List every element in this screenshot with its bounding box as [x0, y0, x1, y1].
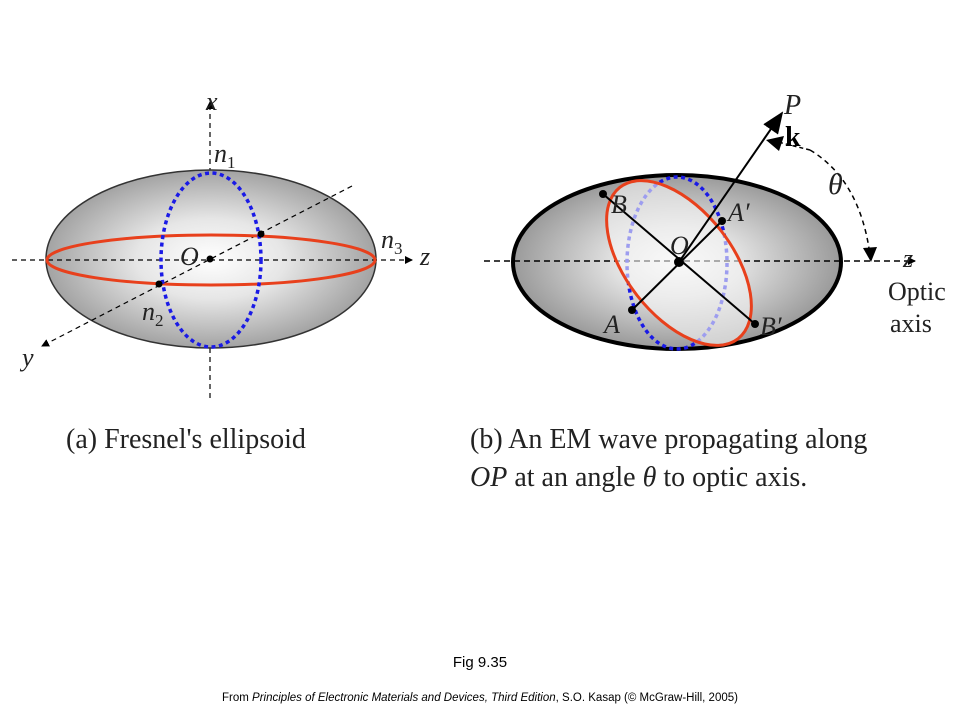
theta-arc [809, 149, 871, 256]
b-prime-label: B′ [760, 312, 782, 341]
theta-label: θ [828, 168, 843, 201]
red-ellipse-a [45, 233, 377, 287]
theta-arc-top-seg [777, 141, 811, 151]
p-label: P [783, 90, 801, 121]
source-title: Principles of Electronic Materials and D… [252, 692, 556, 704]
source-citation: From Principles of Electronic Materials … [0, 692, 960, 704]
point-b-prime [751, 320, 759, 328]
z-axis-label-a: z [419, 242, 430, 271]
n2-label: n2 [142, 297, 164, 330]
y-axis-line [41, 185, 353, 347]
n2-dot [155, 280, 163, 288]
n3-dot [257, 230, 265, 238]
op-vector [678, 111, 784, 263]
origin-label-a: O [180, 242, 199, 271]
source-prefix: From [222, 692, 253, 704]
b-label: B [611, 190, 627, 219]
optic-axis-label-1: Optic [888, 277, 946, 306]
caption-a: (a) Fresnel's ellipsoid [66, 424, 306, 455]
a-prime-label: A′ [726, 198, 750, 227]
origin-dot-b [674, 257, 684, 267]
theta-arc-head-top [766, 136, 784, 151]
caption-b-line2: OP at an angle θ to optic axis. [470, 462, 807, 493]
figure-number: Fig 9.35 [452, 654, 508, 671]
y-axis-label: y [19, 343, 34, 372]
theta-arc-head-bottom [863, 247, 877, 262]
point-a-prime [718, 217, 726, 225]
origin-label-b: O [670, 231, 689, 260]
a-label: A [602, 310, 620, 339]
panel-a: x n1 O n3 z n2 y (a) Fresnel's ellipsoid [12, 87, 430, 455]
point-b [599, 190, 607, 198]
point-a [628, 306, 636, 314]
optic-axis-label-2: axis [890, 309, 932, 338]
n1-label: n1 [214, 139, 236, 172]
caption-b-line1: (b) An EM wave propagating along [470, 424, 867, 455]
source-suffix: , S.O. Kasap (© McGraw-Hill, 2005) [555, 692, 738, 704]
z-axis-label-b: z [902, 244, 913, 273]
origin-dot-a [206, 255, 214, 263]
k-label: k [785, 122, 801, 153]
x-axis-label: x [205, 87, 218, 116]
n3-label: n3 [381, 225, 403, 258]
blue-ellipse-a [159, 171, 263, 349]
panel-b: P k θ B A′ O A B′ z Optic axis (b) An EM… [470, 90, 946, 493]
